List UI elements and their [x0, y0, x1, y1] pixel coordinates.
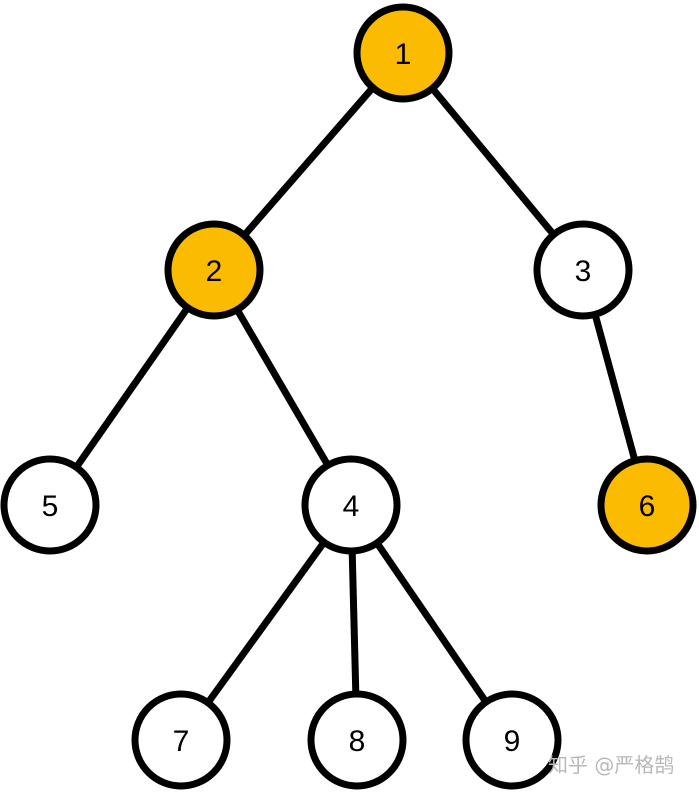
- node-label-6: 6: [639, 490, 656, 523]
- node-circle-8: [307, 690, 407, 790]
- node-circle-7: [131, 690, 231, 790]
- tree-node-6: 6: [597, 455, 697, 555]
- node-label-1: 1: [395, 38, 412, 71]
- node-circle-4: [301, 455, 401, 555]
- tree-nodes: 1 2 3 5 4 6 7 8 9: [0, 3, 697, 790]
- node-label-8: 8: [349, 725, 366, 758]
- tree-node-1: 1: [353, 3, 453, 103]
- tree-edges: [47, 50, 651, 743]
- tree-node-9: 9: [462, 690, 562, 790]
- tree-node-4: 4: [301, 455, 401, 555]
- tree-node-8: 8: [307, 690, 407, 790]
- node-label-7: 7: [173, 725, 190, 758]
- node-label-4: 4: [343, 490, 360, 523]
- tree-node-2: 2: [164, 220, 264, 320]
- node-label-9: 9: [504, 725, 521, 758]
- node-label-5: 5: [42, 490, 59, 523]
- tree-node-7: 7: [131, 690, 231, 790]
- node-label-3: 3: [575, 255, 592, 288]
- tree-node-5: 5: [0, 455, 100, 555]
- node-circle-2: [164, 220, 264, 320]
- watermark-text: 知乎 @严格鹄: [548, 753, 674, 777]
- node-circle-6: [597, 455, 697, 555]
- tree-node-3: 3: [533, 220, 633, 320]
- node-label-2: 2: [206, 255, 223, 288]
- node-circle-9: [462, 690, 562, 790]
- node-circle-5: [0, 455, 100, 555]
- node-circle-3: [533, 220, 633, 320]
- node-circle-1: [353, 3, 453, 103]
